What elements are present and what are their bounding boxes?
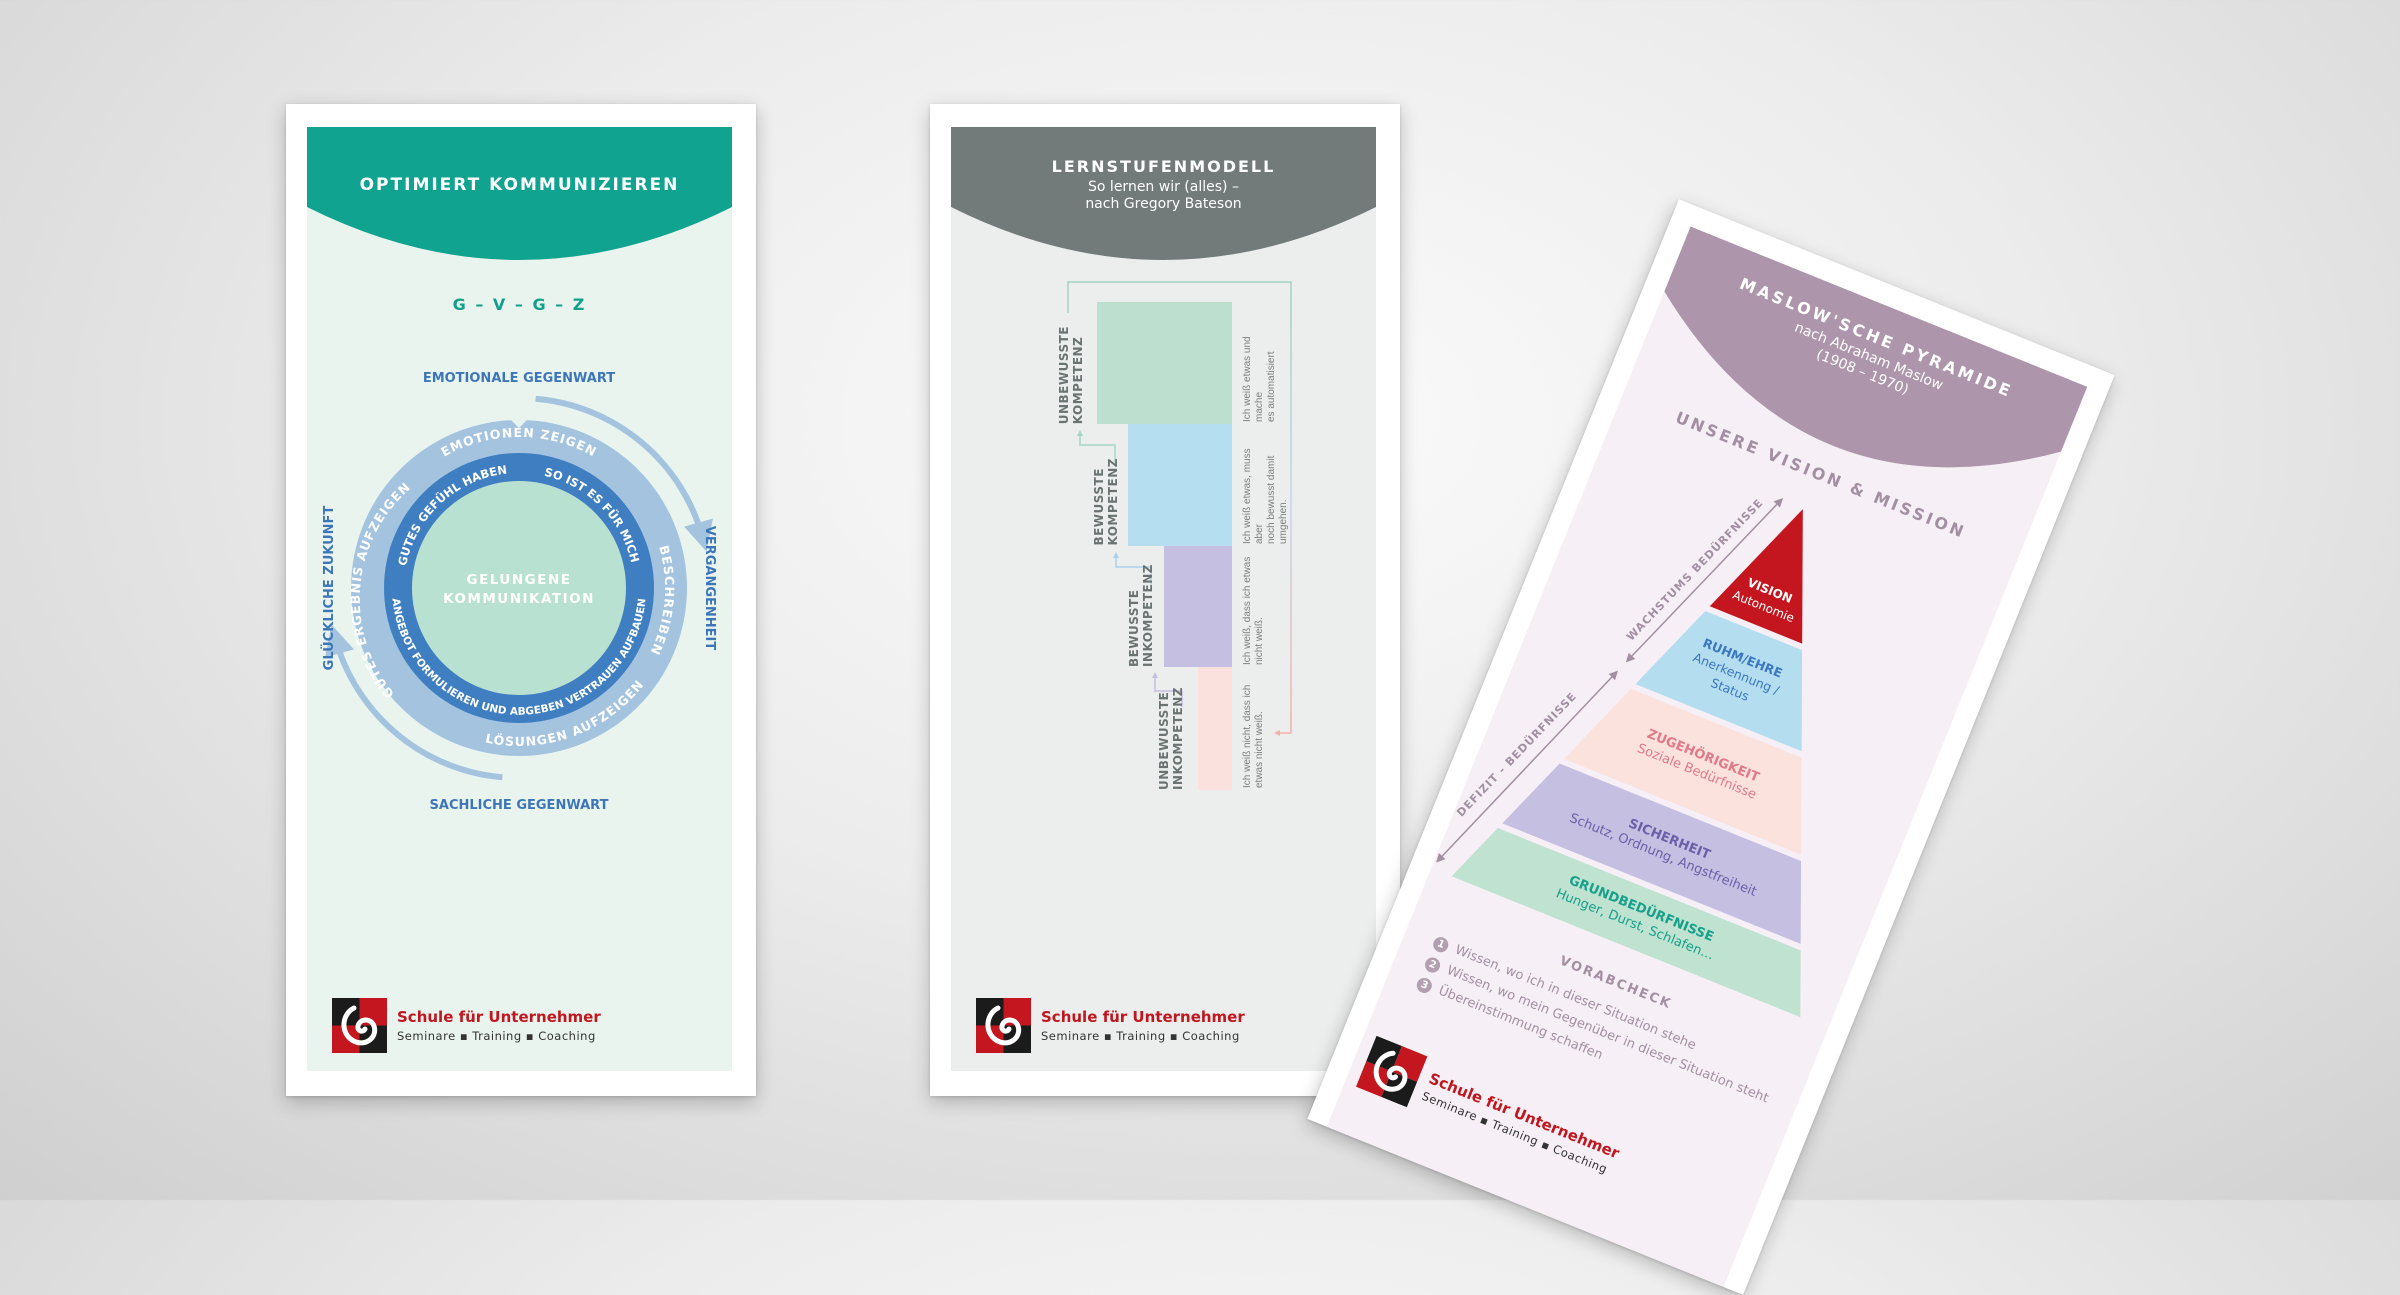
description-line: Ich weiß etwas und mache [1242,336,1265,422]
stage-block-bewusste-inkompetenz [1164,546,1232,667]
flyer-title: OPTIMIERT KOMMUNIZIEREN [359,175,680,195]
arrow-label: WACHSTUMS BEDÜRFNISSE [1623,495,1766,643]
stage-label-line: INKOMPETENZ [1171,686,1185,790]
pyramid-level-grundbeduerfnisse [1451,828,1801,1018]
cycle-connector-line [1067,281,1292,734]
step-arrow [1079,435,1116,463]
number-badge: 3 [1414,975,1435,996]
communication-cycle-diagram: EMOTIONEN ZEIGEN BESCHREIBEN LÖSUNGEN AU… [321,371,717,813]
stage-label-line: UNBEWUSSTE [1157,691,1171,790]
flyer-lernstufenmodell: LERNSTUFENMODELL So lernen wir (alles) –… [930,104,1400,1096]
left-label: GLÜCKLICHE ZUKUNFT [321,506,337,671]
header-band [307,127,732,260]
spiral-logo-icon [332,998,387,1053]
company-tagline: Seminare ▪ Training ▪ Coaching [397,1029,596,1043]
center-text: KOMMUNIKATION [443,591,595,607]
spiral-logo-icon [976,998,1031,1053]
stage-label-line: KOMPETENZ [1071,336,1085,424]
maslow-pyramid: WACHSTUMS BEDÜRFNISSE DEFIZIT - BEDÜRFNI… [1436,495,1803,1018]
stage-block-bewusste-kompetenz [1128,424,1232,546]
stage-block-unbewusste-inkompetenz [1198,667,1232,790]
core-circle [412,481,626,695]
header-band [1664,226,2088,468]
bottom-label: SACHLICHE GEGENWART [430,798,609,813]
flyer-subtitle: So lernen wir (alles) – [1088,179,1239,195]
arrow-wachstum [1625,497,1784,663]
description-line: Ich weiß etwas, muss aber [1242,448,1265,544]
arrow-clockwise-top [535,395,713,552]
flyer-panel: LERNSTUFENMODELL So lernen wir (alles) –… [951,127,1376,1071]
description-line: Ich weiß nicht, dass ich [1242,684,1253,788]
description-line: nicht weiß. [1254,617,1265,665]
description-line: noch bewusst damit umgehen. [1266,455,1289,544]
description-line: Ich weiß, dass ich etwas [1242,556,1253,665]
stage-label-line: BEWUSSTE [1092,468,1106,546]
stage-label-line: BEWUSSTE [1127,589,1141,667]
flyer-subtitle: G – V – G – Z [452,295,587,314]
flyer-panel: MASLOW'SCHE PYRAMIDE nach Abraham Maslow… [1326,226,2088,1288]
flyer-title: LERNSTUFENMODELL [1051,157,1276,176]
step-arrow [1115,557,1152,585]
description-line: etwas nicht weiß. [1254,711,1265,788]
number-badge: 2 [1422,955,1443,975]
flyer-panel: OPTIMIERT KOMMUNIZIEREN G – V – G – Z EM… [307,127,732,1071]
stage-label-line: UNBEWUSSTE [1057,325,1071,424]
stage-block-unbewusste-kompetenz [1097,302,1232,424]
flyer-optimiert-kommunizieren: OPTIMIERT KOMMUNIZIEREN G – V – G – Z EM… [286,104,756,1096]
company-tagline: Seminare ▪ Training ▪ Coaching [1041,1029,1240,1043]
center-text: GELUNGENE [466,572,571,588]
right-label: VERGANGENHEIT [702,526,717,651]
step-arrow [1154,677,1183,707]
description-line: es automatisiert [1266,351,1277,422]
company-name: Schule für Unternehmer [1041,1008,1245,1026]
pyramid-level-zugehoerigkeit [1564,688,1802,855]
number-badge: 1 [1431,934,1451,955]
stage-label-line: KOMPETENZ [1106,458,1120,546]
stage-label-line: INKOMPETENZ [1141,563,1155,667]
flyer-subtitle: nach Gregory Bateson [1085,196,1242,212]
stair-diagram [1067,281,1292,790]
top-label: EMOTIONALE GEGENWART [423,371,615,386]
spiral-logo-icon [1355,1035,1428,1108]
company-name: Schule für Unternehmer [397,1008,601,1026]
flyer-maslow-pyramide: MASLOW'SCHE PYRAMIDE nach Abraham Maslow… [1307,199,2115,1295]
arrow-clockwise-bottom [325,624,503,781]
header-band [951,127,1376,260]
arrow-defizit [1436,670,1618,863]
